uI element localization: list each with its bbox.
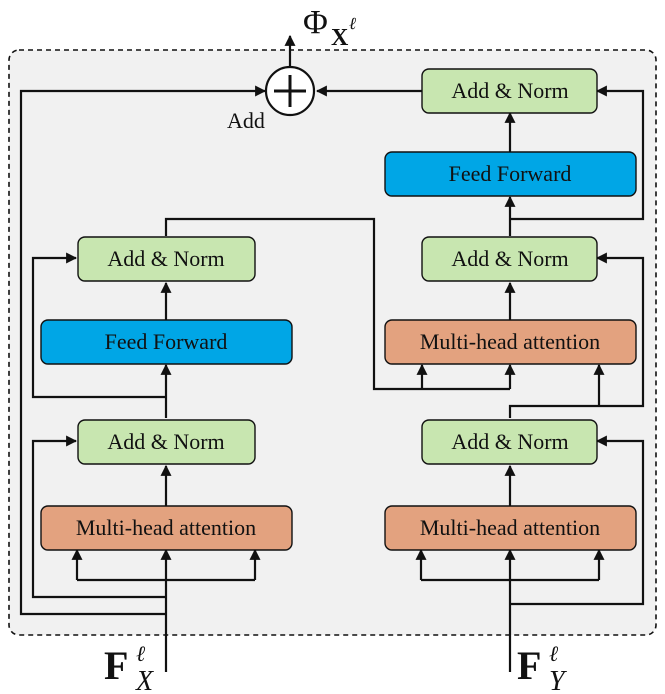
right-residual-2 bbox=[595, 252, 645, 408]
output-phi: Φ bbox=[303, 4, 328, 41]
left-addnorm-2-label: Add & Norm bbox=[107, 246, 224, 271]
right-attention-block: Multi-head attention bbox=[384, 505, 637, 551]
right-addnorm-3: Add & Norm bbox=[421, 68, 598, 114]
right-addnorm-2: Add & Norm bbox=[421, 236, 598, 282]
left-to-cross-attention bbox=[164, 217, 510, 391]
left-addnorm-1: Add & Norm bbox=[77, 419, 256, 465]
input-y-sub: Y bbox=[549, 666, 568, 694]
input-x-label: F ℓ X bbox=[104, 641, 154, 694]
left-addnorm-1-label: Add & Norm bbox=[107, 429, 224, 454]
right-residual-1 bbox=[510, 435, 645, 606]
input-y-main: F bbox=[517, 643, 541, 688]
output-label: Φ X ℓ bbox=[303, 4, 356, 51]
input-x-main: F bbox=[104, 643, 128, 688]
right-addnorm-to-cross bbox=[508, 404, 599, 418]
right-residual-3 bbox=[510, 85, 645, 221]
right-cross-attention-block: Multi-head attention bbox=[384, 319, 637, 365]
left-attention-block: Multi-head attention bbox=[40, 505, 293, 551]
right-attention-label: Multi-head attention bbox=[420, 515, 600, 540]
add-operator-label: Add bbox=[227, 108, 265, 133]
output-sub: X bbox=[331, 25, 349, 51]
left-to-add-op bbox=[19, 85, 267, 616]
right-addnorm-1-label: Add & Norm bbox=[451, 429, 568, 454]
right-addnorm-2-label: Add & Norm bbox=[451, 246, 568, 271]
left-addnorm-2: Add & Norm bbox=[77, 236, 256, 282]
right-cross-attention-label: Multi-head attention bbox=[420, 329, 600, 354]
right-addnorm-3-label: Add & Norm bbox=[451, 78, 568, 103]
right-feedforward-label: Feed Forward bbox=[449, 161, 572, 186]
left-residual-1 bbox=[31, 435, 166, 599]
right-addnorm-1: Add & Norm bbox=[421, 419, 598, 465]
left-feedforward-label: Feed Forward bbox=[105, 329, 228, 354]
input-x-sub: X bbox=[135, 666, 154, 694]
left-attention-label: Multi-head attention bbox=[76, 515, 256, 540]
plus-icon bbox=[274, 75, 306, 107]
output-sup: ℓ bbox=[349, 14, 356, 33]
left-residual-2 bbox=[31, 252, 166, 399]
add-operator bbox=[264, 65, 316, 117]
left-feedforward-block: Feed Forward bbox=[40, 319, 293, 365]
input-x-sup: ℓ bbox=[136, 641, 146, 666]
input-y-sup: ℓ bbox=[549, 641, 559, 666]
right-feedforward-block: Feed Forward bbox=[384, 151, 637, 197]
input-y-label: F ℓ Y bbox=[517, 641, 568, 694]
